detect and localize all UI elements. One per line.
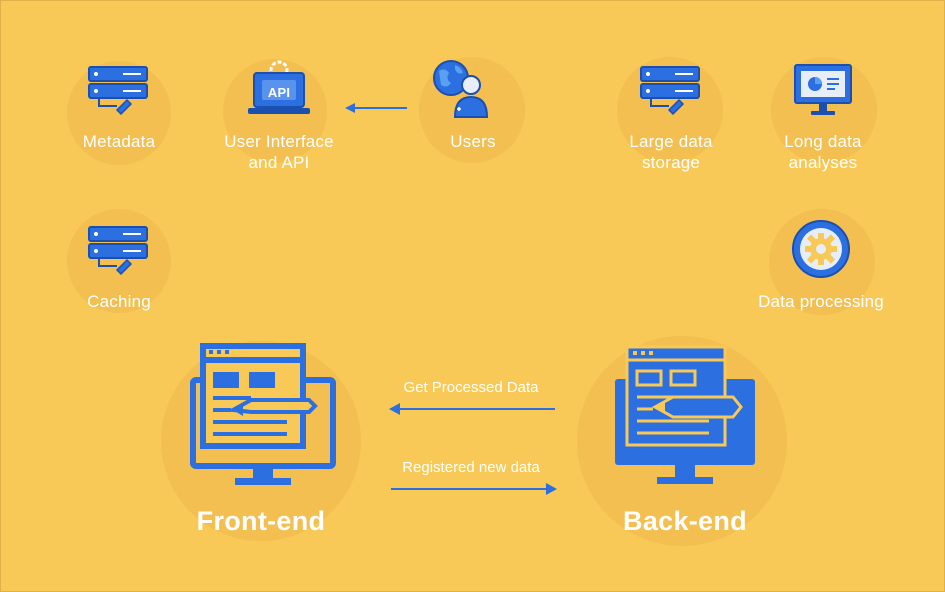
backend-label: Back-end [623,506,747,536]
frontend-label: Front-end [196,506,326,536]
data-processing-label: Data processing [758,292,884,311]
server-icon [88,66,148,116]
backend-to-frontend-arrow [389,403,555,415]
large-storage-label: Large data storage [629,132,713,172]
gear-icon [792,220,850,278]
get-processed-data-label: Get Processed Data [403,379,539,396]
ui-api-label: User Interface and API [224,132,334,172]
laptop-api-icon [248,60,310,114]
web-editor-icon [615,345,755,484]
monitor-chart-icon [794,64,852,115]
caching-label: Caching [87,292,151,311]
server-icon [88,226,148,276]
users-label: Users [450,132,496,151]
web-editor-icon [190,343,336,485]
api-badge: API [267,85,291,100]
server-icon [640,66,700,116]
registered-new-data-label: Registered new data [402,459,540,476]
metadata-label: Metadata [82,132,156,151]
long-analyses-label: Long data analyses [784,132,862,172]
users-to-ui-arrow [345,103,407,113]
frontend-to-backend-arrow [391,483,557,495]
user-globe-icon [433,60,489,118]
